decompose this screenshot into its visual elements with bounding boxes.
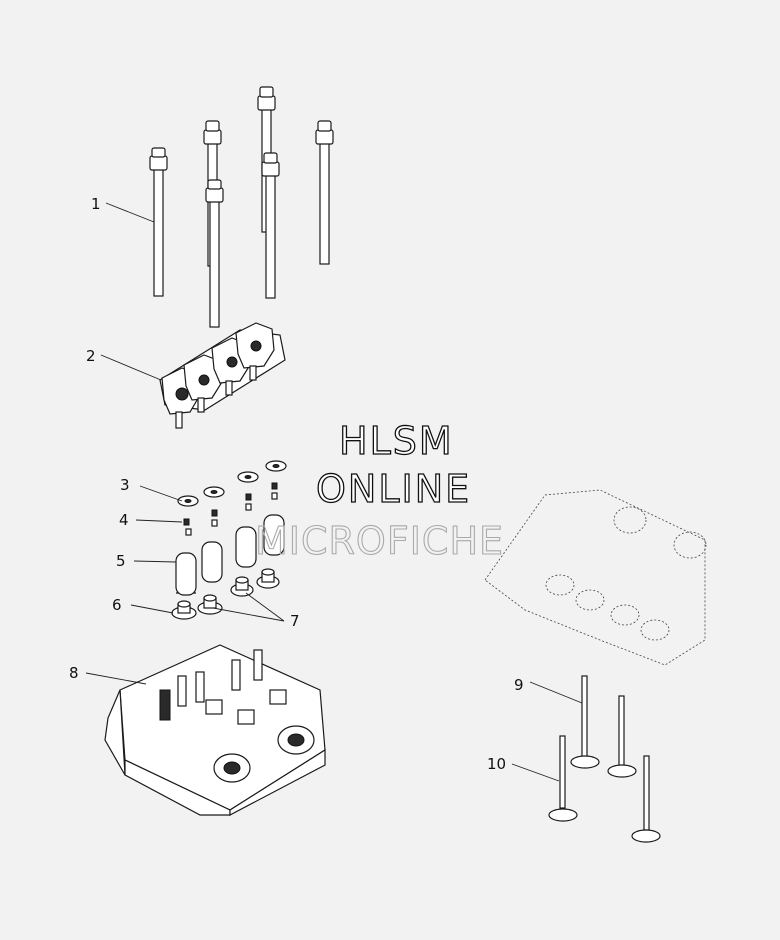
valve — [570, 675, 600, 769]
callout-labels: 1 2 3 4 5 6 7 8 9 10 — [69, 195, 524, 773]
valve-spring — [175, 552, 197, 596]
callout-5: 5 — [116, 552, 126, 570]
head-port-cover — [277, 725, 315, 755]
valve-spring — [201, 541, 223, 583]
retainer — [203, 486, 225, 498]
callout-3: 3 — [120, 476, 130, 494]
watermark-line-3: MICROFICHE — [255, 519, 504, 563]
head-bolts[interactable] — [149, 86, 334, 328]
valve-spring-retainers[interactable] — [177, 460, 287, 507]
valve-springs[interactable] — [175, 514, 285, 596]
watermark-line-1: HLSM — [339, 419, 454, 463]
stem-seal — [230, 576, 254, 597]
callout-6: 6 — [112, 596, 122, 614]
valve-spring — [263, 514, 285, 556]
callout-9: 9 — [514, 676, 524, 694]
rocker-arm-assembly[interactable] — [159, 322, 286, 429]
callout-7: 7 — [290, 612, 300, 630]
retainer — [265, 460, 287, 472]
watermark: HLSM ONLINE MICROFICHE — [254, 418, 504, 563]
callout-8: 8 — [69, 664, 79, 682]
watermark-line-2: ONLINE — [316, 467, 471, 511]
valve — [631, 755, 661, 843]
cylinder-head[interactable] — [104, 644, 326, 816]
stem-seal — [256, 568, 280, 589]
head-bolt — [149, 147, 168, 297]
spring-seat — [197, 594, 223, 615]
callout-2: 2 — [86, 347, 96, 365]
head-bolt — [205, 179, 224, 328]
head-port-cover — [213, 753, 251, 783]
callout-1: 1 — [91, 195, 101, 213]
intake-valves[interactable] — [570, 675, 637, 778]
retainer — [177, 495, 199, 507]
leader-lines — [85, 202, 583, 782]
valve-stem-seals[interactable] — [230, 568, 280, 597]
spring-seats[interactable] — [171, 594, 223, 620]
rocker-arm — [183, 354, 223, 413]
cylinder-head-reference-view — [484, 489, 707, 666]
valve — [607, 695, 637, 778]
rocker-arm — [235, 322, 275, 381]
valve-keepers[interactable] — [183, 482, 278, 536]
valve — [548, 735, 578, 822]
callout-4: 4 — [119, 511, 129, 529]
head-bolt — [315, 120, 334, 265]
exhaust-valves[interactable] — [548, 735, 661, 843]
callout-10: 10 — [487, 755, 506, 773]
valve-spring — [235, 526, 257, 568]
retainer — [237, 471, 259, 483]
head-bolt — [261, 152, 280, 299]
spring-seat — [171, 600, 197, 620]
